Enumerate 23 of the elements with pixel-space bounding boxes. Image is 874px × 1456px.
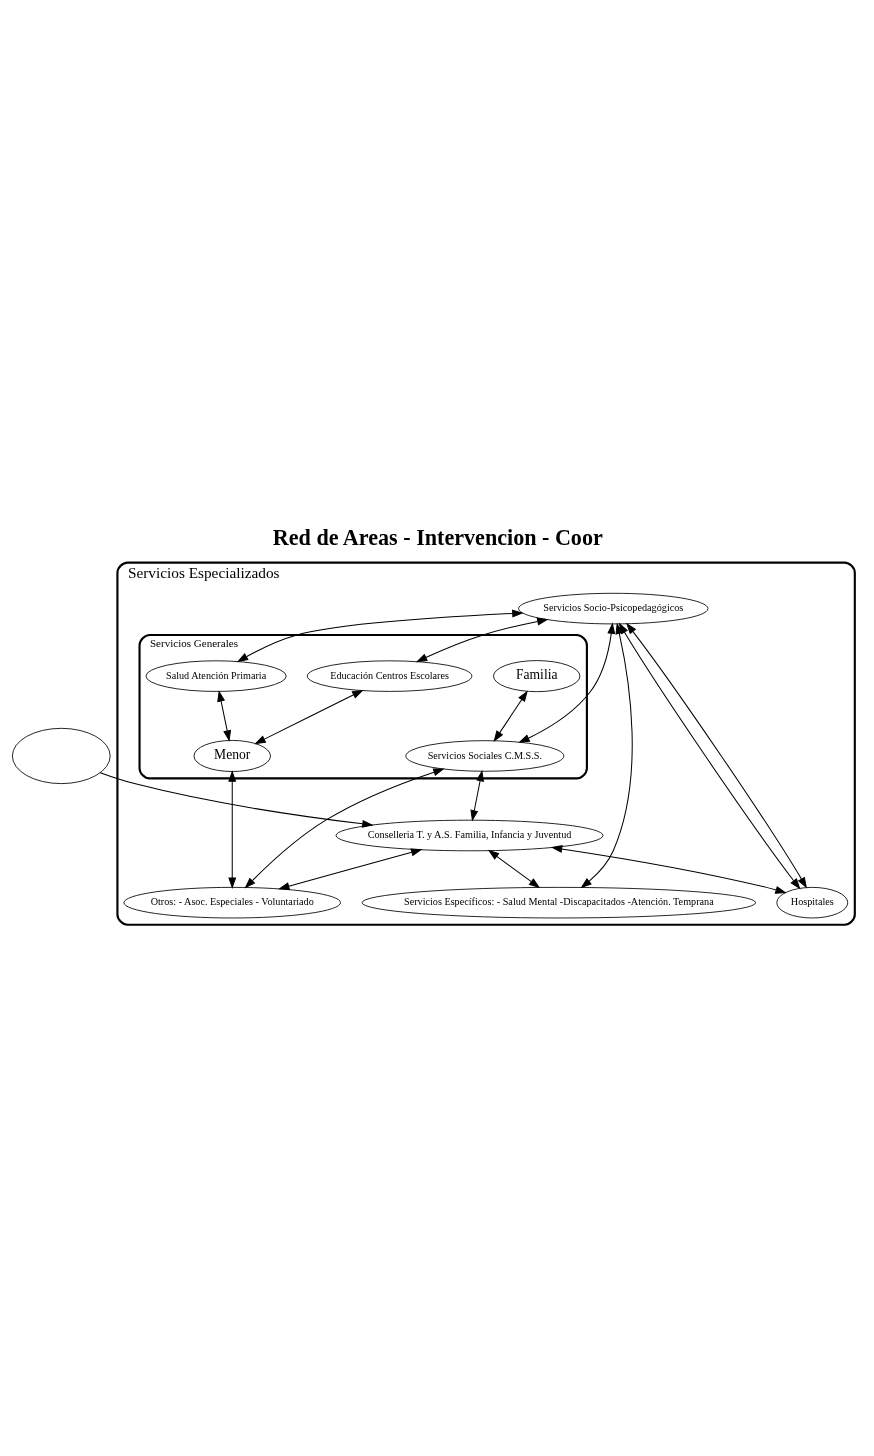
node-ellipse <box>11 727 111 785</box>
node-ellipse: Servicios Sociales C.M.S.S. <box>405 740 565 772</box>
arrow <box>470 769 484 822</box>
node-ellipse: Otros: - Asoc. Especiales - Voluntariado <box>123 886 341 919</box>
arrow <box>580 622 633 889</box>
arrow <box>278 848 423 890</box>
arrow <box>236 609 524 663</box>
arrow <box>228 770 237 889</box>
diagram-title: Red de Areas - Intervencion - Coor <box>272 524 603 550</box>
arrow <box>99 772 374 828</box>
arrow <box>493 690 528 743</box>
node-ellipse: Servicios Específicos: - Salud Mental -Discapacitados -Atención. Temprana <box>361 886 757 919</box>
node-ellipse: Salud Atención Primaria <box>145 660 287 692</box>
arrow <box>518 622 616 743</box>
node-ellipse: Familia <box>493 660 581 693</box>
node-ellipse: Educación Centros Escolares <box>306 660 473 692</box>
arrow <box>415 617 549 663</box>
arrow <box>550 845 787 894</box>
arrow <box>254 689 364 745</box>
node-ellipse: Menor <box>193 740 271 772</box>
arrow <box>244 768 445 889</box>
arrow <box>487 849 541 889</box>
arrow <box>217 690 232 742</box>
